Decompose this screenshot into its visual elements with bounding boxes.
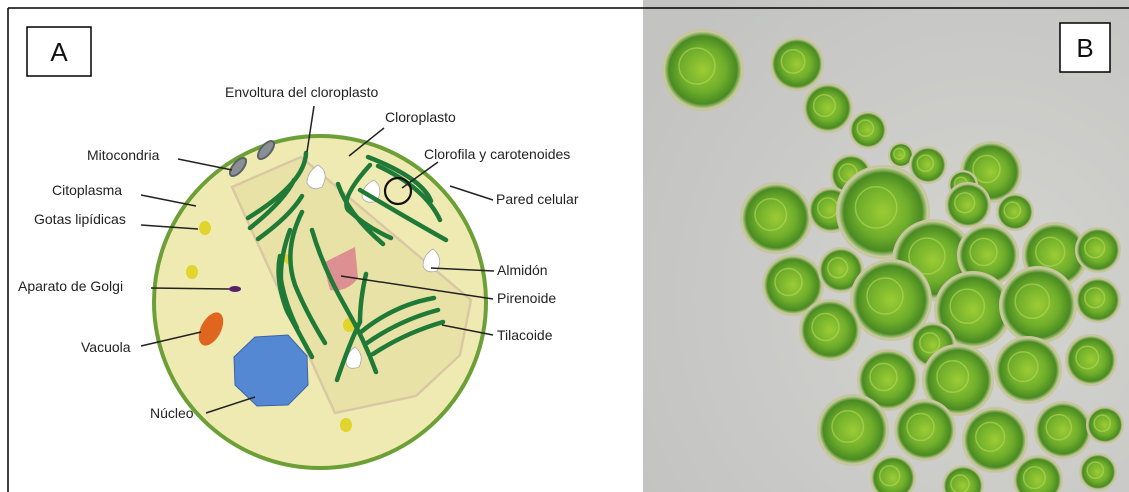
micrograph-panel: B bbox=[643, 0, 1129, 492]
label-vacuola: Vacuola bbox=[81, 339, 131, 355]
label-pared-celular: Pared celular bbox=[496, 191, 579, 207]
label-aparato-de-golgi: Aparato de Golgi bbox=[18, 278, 123, 294]
algae-cell bbox=[963, 408, 1027, 472]
algae-cell bbox=[946, 183, 990, 227]
algae-cell bbox=[1080, 454, 1116, 490]
algae-cell bbox=[818, 395, 888, 465]
panel-b-letter: B bbox=[1076, 33, 1093, 63]
golgi-apparatus bbox=[229, 286, 241, 292]
label-nucleo: Núcleo bbox=[150, 405, 194, 421]
algae-cell bbox=[1076, 278, 1120, 322]
algae-cell bbox=[850, 112, 886, 148]
algae-cell bbox=[663, 30, 743, 110]
lipid-droplet bbox=[199, 221, 211, 235]
algae-cell bbox=[871, 456, 915, 492]
algae-cell bbox=[895, 400, 955, 460]
label-envoltura-del-cloroplasto: Envoltura del cloroplasto bbox=[225, 84, 379, 100]
algae-cell bbox=[995, 337, 1061, 403]
label-mitocondria: Mitocondria bbox=[87, 147, 160, 163]
algae-cell bbox=[997, 194, 1033, 230]
algae-cell bbox=[800, 300, 860, 360]
label-gotas-lipidicas: Gotas lipídicas bbox=[34, 211, 126, 227]
label-citoplasma: Citoplasma bbox=[52, 182, 122, 198]
label-pirenoide: Pirenoide bbox=[497, 290, 556, 306]
label-tilacoide: Tilacoide bbox=[497, 327, 553, 343]
algae-cell bbox=[1076, 228, 1120, 272]
algae-cell bbox=[741, 183, 811, 253]
panel-a-letter: A bbox=[50, 37, 68, 67]
label-cloroplasto: Cloroplasto bbox=[385, 109, 456, 125]
algae-cell bbox=[1066, 335, 1116, 385]
algae-cell bbox=[804, 84, 852, 132]
algae-cell bbox=[771, 38, 823, 90]
lipid-droplet bbox=[340, 418, 352, 432]
algae-cell bbox=[1087, 407, 1123, 443]
label-almidon: Almidón bbox=[497, 262, 548, 278]
cell-diagram-panel: A bbox=[0, 0, 643, 492]
label-clorofila-y-carotenoides: Clorofila y carotenoides bbox=[424, 146, 570, 162]
lipid-droplet bbox=[186, 265, 198, 279]
algae-cell bbox=[910, 147, 946, 183]
algae-cell bbox=[1035, 402, 1091, 458]
algae-cell bbox=[1000, 267, 1076, 343]
